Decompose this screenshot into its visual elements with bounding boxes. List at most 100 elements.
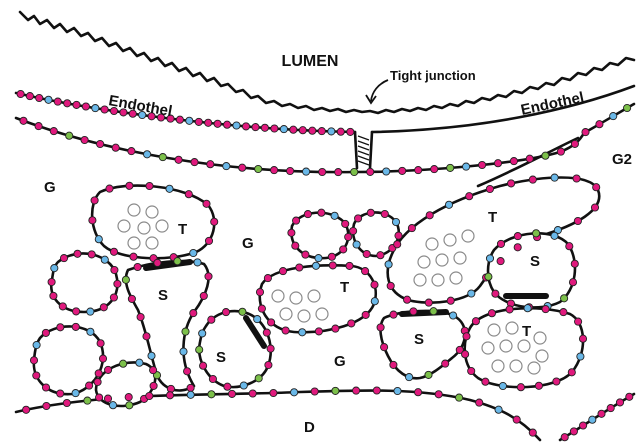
membrane-dot xyxy=(136,359,143,366)
membrane-dot xyxy=(394,241,401,248)
membrane-dot xyxy=(282,327,289,334)
membrane-dot xyxy=(303,168,310,175)
membrane-dot xyxy=(573,175,580,182)
membrane-dot xyxy=(362,311,369,318)
membrane-dot xyxy=(479,161,486,168)
membrane-dot xyxy=(209,375,216,382)
membrane-dot xyxy=(128,295,135,302)
membrane-dot xyxy=(264,275,271,282)
membrane-dot xyxy=(174,258,181,265)
membrane-dot xyxy=(208,391,215,398)
membrane-dot xyxy=(348,320,355,327)
membrane-dot xyxy=(497,258,504,265)
membrane-dot xyxy=(385,261,392,268)
membrane-dot xyxy=(255,165,262,172)
membrane-dot xyxy=(315,255,322,262)
membrane-dot xyxy=(383,168,390,175)
membrane-dot xyxy=(134,263,141,270)
membrane-dot xyxy=(63,399,70,406)
membrane-dot xyxy=(122,276,129,283)
membrane-dot xyxy=(346,262,353,269)
label-t-right-top: T xyxy=(488,209,497,226)
membrane-dot xyxy=(596,121,603,128)
membrane-dot xyxy=(571,140,578,147)
tight-junction-arrow xyxy=(371,80,388,101)
membrane-dot xyxy=(510,158,517,165)
membrane-dot xyxy=(87,328,94,335)
membrane-dot xyxy=(110,248,117,255)
membrane-dot xyxy=(577,353,584,360)
membrane-dot xyxy=(302,251,309,258)
membrane-dot xyxy=(514,244,521,251)
membrane-dot xyxy=(205,237,212,244)
membrane-dot xyxy=(377,252,384,259)
membrane-dot xyxy=(73,101,80,108)
label-g2: G2 xyxy=(612,151,632,168)
membrane-dot xyxy=(607,405,614,412)
membrane-dot xyxy=(328,128,335,135)
membrane-dot xyxy=(45,96,52,103)
membrane-dot xyxy=(144,151,151,158)
membrane-dot xyxy=(74,250,81,257)
membrane-dot xyxy=(267,345,274,352)
membrane-dot xyxy=(296,264,303,271)
membrane-dot xyxy=(468,290,475,297)
membrane-dot xyxy=(579,335,586,342)
membrane-dot xyxy=(335,169,342,176)
membrane-dot xyxy=(582,129,589,136)
membrane-dot xyxy=(84,397,91,404)
membrane-dot xyxy=(486,255,493,262)
membrane-dot xyxy=(154,259,161,266)
membrane-dot xyxy=(381,344,388,351)
membrane-dot xyxy=(159,154,166,161)
membrane-dot xyxy=(392,218,399,225)
membrane-dot xyxy=(526,155,533,162)
tight-junction-cleft-left xyxy=(355,132,357,168)
label-t-right-bottom: T xyxy=(522,323,531,340)
membrane-dot xyxy=(263,329,270,336)
membrane-dot xyxy=(574,217,581,224)
membrane-dot xyxy=(242,123,249,130)
membrane-dot xyxy=(252,124,259,131)
membrane-dot xyxy=(495,406,502,413)
membrane-dot xyxy=(387,282,394,289)
membrane-dot xyxy=(166,185,173,192)
membrane-dot xyxy=(371,281,378,288)
membrane-dot xyxy=(205,119,212,126)
membrane-dot xyxy=(353,241,360,248)
membrane-dot xyxy=(97,340,104,347)
membrane-dot xyxy=(435,391,442,398)
membrane-dot xyxy=(109,402,116,409)
membrane-dot xyxy=(447,164,454,171)
membrane-dot xyxy=(486,185,493,192)
membrane-dot xyxy=(64,100,71,107)
membrane-dot xyxy=(463,163,470,170)
label-s-mid: S xyxy=(414,331,424,348)
membrane-dot xyxy=(351,168,358,175)
membrane-dot xyxy=(447,297,454,304)
label-d: D xyxy=(304,419,315,436)
membrane-dot xyxy=(224,383,231,390)
membrane-dot xyxy=(128,148,135,155)
membrane-dot xyxy=(148,352,155,359)
membrane-dot xyxy=(249,390,256,397)
membrane-dot xyxy=(26,93,33,100)
membrane-dot xyxy=(166,392,173,399)
endothel-membrane-top-right xyxy=(372,86,634,132)
membrane-dot xyxy=(589,416,596,423)
membrane-dot xyxy=(143,333,150,340)
membrane-dot xyxy=(293,217,300,224)
membrane-dot xyxy=(150,367,157,374)
membrane-dot xyxy=(94,378,101,385)
membrane-dot xyxy=(426,212,433,219)
tight-junction-strands xyxy=(358,136,369,165)
tight-junction-cleft-right xyxy=(370,132,372,168)
membrane-dot xyxy=(347,128,354,135)
membrane-dot xyxy=(580,422,587,429)
membrane-dot xyxy=(60,255,67,262)
membrane-dot xyxy=(23,406,30,413)
membrane-dot xyxy=(362,268,369,275)
membrane-dot xyxy=(514,233,521,240)
membrane-dot xyxy=(33,341,40,348)
